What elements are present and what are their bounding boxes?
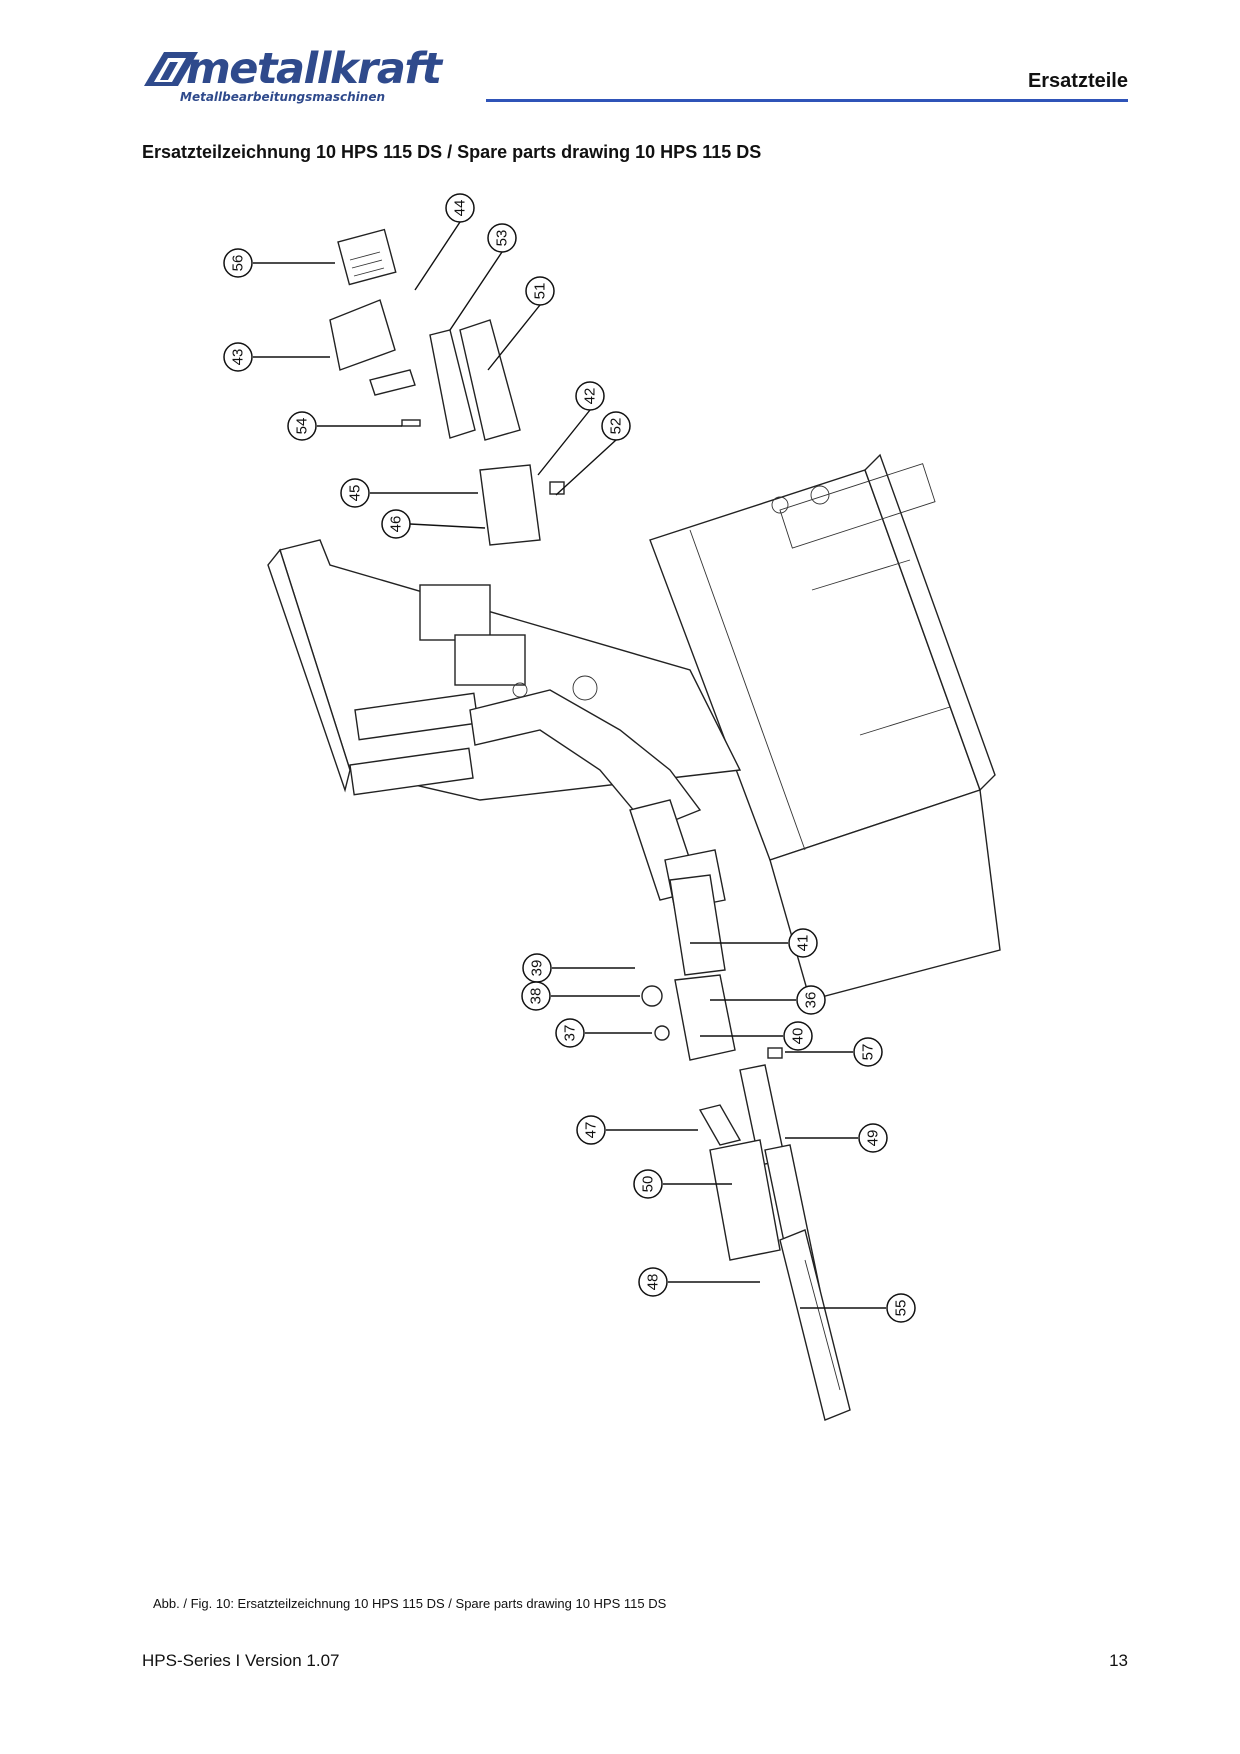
page-number: 13 (1109, 1651, 1128, 1670)
svg-text:42: 42 (582, 388, 599, 405)
callout-37: 37 (555, 1018, 652, 1048)
brand-name: metallkraft (186, 44, 442, 94)
section-title: Ersatzteile (1027, 70, 1128, 92)
svg-text:46: 46 (388, 516, 405, 533)
svg-text:56: 56 (230, 255, 247, 272)
svg-text:44: 44 (452, 200, 469, 217)
callout-41: 41 (690, 928, 818, 958)
svg-text:40: 40 (790, 1028, 807, 1045)
brand-tagline: Metallbearbeitungsmaschinen (180, 90, 386, 104)
lower-components (698, 1064, 851, 1421)
svg-text:52: 52 (608, 418, 625, 435)
callout-40: 40 (700, 1021, 813, 1051)
callout-43: 43 (223, 342, 330, 372)
figure-caption: Abb. / Fig. 10: Ersatzteilzeichnung 10 H… (153, 1596, 667, 1611)
callout-55: 55 (800, 1293, 916, 1323)
svg-text:54: 54 (294, 418, 311, 435)
callout-49: 49 (785, 1123, 888, 1153)
logo-mark-icon (144, 52, 198, 86)
svg-text:43: 43 (230, 349, 247, 366)
spare-parts-drawing: 56 44 53 51 43 42 54 52 45 (223, 193, 1001, 1421)
callout-44: 44 (414, 193, 475, 291)
svg-text:51: 51 (532, 283, 549, 300)
svg-text:57: 57 (860, 1044, 877, 1061)
mid-components (629, 799, 783, 1061)
svg-text:37: 37 (562, 1025, 579, 1042)
callout-39: 39 (522, 953, 635, 983)
callout-36: 36 (710, 985, 826, 1015)
callout-45: 45 (340, 478, 478, 508)
callout-57: 57 (785, 1037, 883, 1067)
callout-56: 56 (223, 248, 335, 278)
callout-46: 46 (381, 509, 486, 539)
header-rule (486, 99, 1128, 102)
callout-54: 54 (287, 411, 402, 441)
svg-text:38: 38 (528, 988, 545, 1005)
svg-text:48: 48 (645, 1274, 662, 1291)
svg-text:45: 45 (347, 485, 364, 502)
metallkraft-logo: metallkraft Metallbearbeitungsmaschinen (142, 44, 462, 106)
svg-text:53: 53 (494, 230, 511, 247)
svg-text:49: 49 (865, 1130, 882, 1147)
callout-50: 50 (633, 1169, 732, 1199)
svg-text:47: 47 (583, 1122, 600, 1139)
svg-text:50: 50 (640, 1176, 657, 1193)
callout-42: 42 (537, 381, 605, 476)
callout-38: 38 (521, 981, 640, 1011)
svg-text:39: 39 (529, 960, 546, 977)
callout-47: 47 (576, 1115, 698, 1145)
footer-version: HPS-Series I Version 1.07 (142, 1651, 340, 1670)
base-plate (267, 539, 742, 831)
svg-text:36: 36 (803, 992, 820, 1009)
svg-text:55: 55 (893, 1300, 910, 1317)
upper-components (329, 228, 565, 546)
svg-text:41: 41 (795, 935, 812, 952)
callout-53: 53 (449, 223, 517, 331)
callout-48: 48 (638, 1267, 760, 1297)
callout-52: 52 (555, 411, 631, 496)
page-title: Ersatzteilzeichnung 10 HPS 115 DS / Spar… (142, 142, 762, 162)
callout-51: 51 (487, 276, 555, 371)
